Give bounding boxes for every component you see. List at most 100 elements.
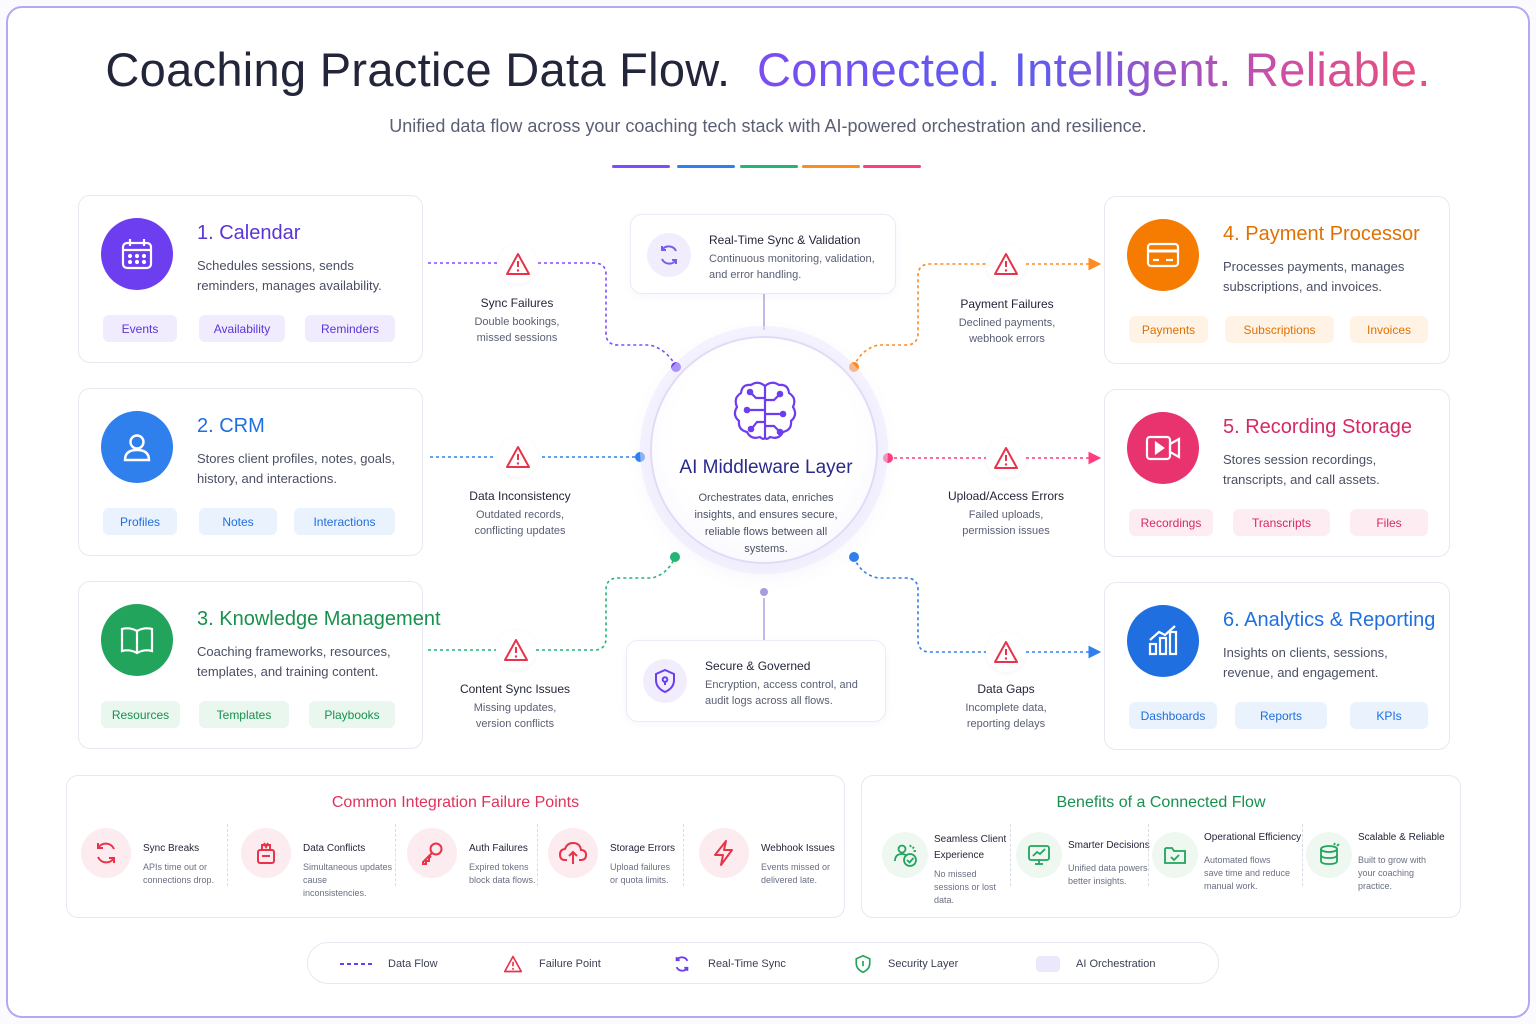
conflict-icon <box>241 828 291 878</box>
failure-title: Content Sync Issues <box>459 682 571 696</box>
legend: Data Flow Failure Point Real-Time Sync S… <box>307 942 1219 984</box>
system-card-calendar[interactable]: 1. Calendar Schedules sessions, sends re… <box>78 195 423 363</box>
warning-icon <box>986 438 1026 478</box>
card-description: Stores session recordings, transcripts, … <box>1223 452 1380 487</box>
warning-icon <box>498 437 538 477</box>
legend-label: Security Layer <box>888 958 959 970</box>
system-card-payment[interactable]: 4. Payment Processor Processes payments,… <box>1104 196 1450 364</box>
bar-chart-icon <box>1127 605 1199 677</box>
benefit-title: Operational Efficiency <box>1204 832 1302 843</box>
tag-resources[interactable]: Resources <box>101 701 180 728</box>
separator <box>683 824 684 886</box>
benefits-panel: Benefits of a Connected Flow Seamless Cl… <box>861 775 1461 918</box>
sync-icon <box>672 954 692 974</box>
failure-data-inconsistency: Data Inconsistency Outdated records, con… <box>445 489 595 539</box>
failure-description: Double bookings, missed sessions <box>474 316 560 344</box>
hub-dot-calendar <box>671 362 681 372</box>
benefit-description: Built to grow with your coaching practic… <box>1358 855 1427 891</box>
divider-green <box>740 165 798 168</box>
failure-points-title: Common Integration Failure Points <box>331 794 580 811</box>
hub-dot-analytics <box>849 552 859 562</box>
system-card-crm[interactable]: 2. CRM Stores client profiles, notes, go… <box>78 388 423 556</box>
tag-templates[interactable]: Templates <box>199 701 289 728</box>
failure-description: Outdated records, conflicting updates <box>474 509 566 537</box>
hub-dot-bottom <box>760 588 768 596</box>
warning-icon <box>503 955 523 973</box>
failure-description: Missing updates, version conflicts <box>473 702 557 730</box>
benefit-title: Seamless Client Experience <box>934 834 1007 861</box>
failure-content-sync: Content Sync Issues Missing updates, ver… <box>440 682 590 732</box>
legend-label: Data Flow <box>388 958 438 970</box>
warning-icon <box>496 630 536 670</box>
page-title: Coaching Practice Data Flow. Connected. … <box>0 42 1536 97</box>
separator <box>1148 824 1149 886</box>
realtime-sync-card: Real-Time Sync & Validation Continuous m… <box>630 214 896 294</box>
failure-description: Failed uploads, permission issues <box>962 509 1050 537</box>
benefit-description: Automated flows save time and reduce man… <box>1204 855 1291 891</box>
tag-reminders[interactable]: Reminders <box>305 315 395 342</box>
system-card-analytics[interactable]: 6. Analytics & Reporting Insights on cli… <box>1104 582 1450 750</box>
security-description: Encryption, access control, and audit lo… <box>705 679 858 707</box>
card-description: Insights on clients, sessions, revenue, … <box>1223 645 1388 680</box>
tag-dashboards[interactable]: Dashboards <box>1129 702 1217 729</box>
fp-title: Storage Errors <box>610 843 676 854</box>
divider-purple <box>612 165 670 168</box>
people-check-icon <box>882 832 928 878</box>
benefits-title: Benefits of a Connected Flow <box>1056 794 1266 811</box>
tag-recordings[interactable]: Recordings <box>1129 509 1213 536</box>
realtime-title: Real-Time Sync & Validation <box>709 233 861 247</box>
divider-blue <box>677 165 735 168</box>
fp-description: APIs time out or connections drop. <box>143 862 215 885</box>
tag-playbooks[interactable]: Playbooks <box>309 701 395 728</box>
failure-title: Data Gaps <box>977 682 1035 696</box>
fp-description: Simultaneous updates cause inconsistenci… <box>303 862 393 898</box>
fp-description: Events missed or delivered late. <box>761 862 831 885</box>
tag-reports[interactable]: Reports <box>1235 702 1327 729</box>
tag-transcripts[interactable]: Transcripts <box>1233 509 1330 536</box>
card-description: Coaching frameworks, resources, template… <box>197 644 391 679</box>
system-card-recording[interactable]: 5. Recording Storage Stores session reco… <box>1104 389 1450 557</box>
user-icon <box>101 411 173 483</box>
card-title: 3. Knowledge Management <box>197 608 441 630</box>
tag-payments[interactable]: Payments <box>1129 316 1208 343</box>
ai-swatch-icon <box>1036 956 1060 972</box>
calendar-icon <box>101 218 173 290</box>
divider-pink <box>863 165 921 168</box>
legend-ai-orchestration: AI Orchestration <box>1036 943 1155 985</box>
warning-icon <box>986 244 1026 284</box>
tag-invoices[interactable]: Invoices <box>1350 316 1428 343</box>
system-card-knowledge[interactable]: 3. Knowledge Management Coaching framewo… <box>78 581 441 749</box>
card-description: Schedules sessions, sends reminders, man… <box>197 258 382 293</box>
realtime-description: Continuous monitoring, validation, and e… <box>709 253 875 281</box>
lightning-icon <box>699 828 749 878</box>
legend-label: Failure Point <box>539 958 601 970</box>
tag-notes[interactable]: Notes <box>199 508 277 535</box>
card-title: 1. Calendar <box>197 222 301 244</box>
benefit-title: Smarter Decisions <box>1068 840 1150 851</box>
tag-profiles[interactable]: Profiles <box>103 508 177 535</box>
card-description: Processes payments, manages subscription… <box>1223 259 1405 294</box>
tag-subscriptions[interactable]: Subscriptions <box>1225 316 1334 343</box>
warning-icon <box>498 244 538 284</box>
failure-upload: Upload/Access Errors Failed uploads, per… <box>931 489 1081 539</box>
separator <box>227 824 228 886</box>
tag-kpis[interactable]: KPIs <box>1350 702 1428 729</box>
title-accent: Connected. Intelligent. Reliable. <box>757 43 1431 96</box>
failure-sync: Sync Failures Double bookings, missed se… <box>442 296 592 346</box>
failure-payment: Payment Failures Declined payments, webh… <box>932 297 1082 347</box>
credit-card-icon <box>1127 219 1199 291</box>
page-subtitle: Unified data flow across your coaching t… <box>389 116 1147 136</box>
tag-events[interactable]: Events <box>103 315 177 342</box>
separator <box>1302 824 1303 886</box>
brain-icon <box>730 376 800 451</box>
hub-title: AI Middleware Layer <box>679 457 853 478</box>
tag-interactions[interactable]: Interactions <box>294 508 395 535</box>
hub-dot-recording <box>883 453 893 463</box>
benefit-description: Unified data powers better insights. <box>1068 863 1148 886</box>
flow-line-payment <box>853 264 1098 368</box>
flow-line-analytics <box>853 556 1098 652</box>
refresh-icon <box>81 828 131 878</box>
tag-availability[interactable]: Availability <box>199 315 285 342</box>
tag-files[interactable]: Files <box>1350 509 1428 536</box>
